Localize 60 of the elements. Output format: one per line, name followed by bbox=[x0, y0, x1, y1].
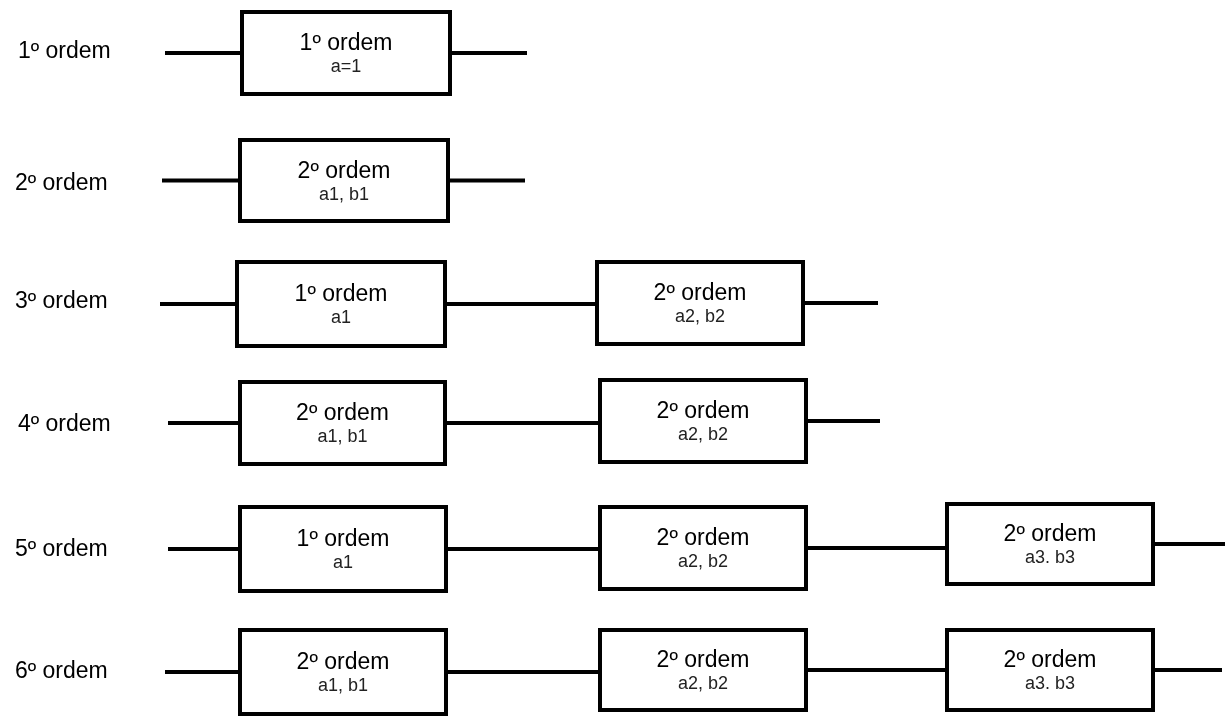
process-box bbox=[240, 10, 452, 96]
box-title: 2º ordem bbox=[296, 648, 390, 674]
box-parameters: a1, b1 bbox=[317, 674, 368, 696]
connector-line bbox=[162, 178, 238, 183]
box-parameters: a2, b2 bbox=[677, 672, 728, 694]
box-title: 2º ordem bbox=[1003, 520, 1097, 546]
process-box bbox=[238, 505, 448, 593]
box-title: 2º ordem bbox=[296, 399, 389, 425]
box-title: 2º ordem bbox=[656, 397, 750, 423]
box-title: 2º ordem bbox=[656, 524, 750, 550]
connector-line bbox=[165, 51, 240, 55]
box-parameters: a3. b3 bbox=[1024, 672, 1075, 694]
process-box bbox=[598, 628, 808, 712]
box-title: 2º ordem bbox=[653, 279, 747, 305]
row-label: 2º ordem bbox=[15, 168, 108, 196]
connector-line bbox=[447, 421, 598, 425]
process-box bbox=[945, 628, 1155, 712]
box-parameters: a1 bbox=[331, 306, 351, 328]
box-parameters: a2, b2 bbox=[677, 423, 728, 445]
box-title: 2º ordem bbox=[297, 156, 391, 183]
process-box bbox=[598, 505, 808, 591]
box-parameters: a1, b1 bbox=[317, 425, 368, 447]
process-box bbox=[238, 138, 450, 223]
process-box bbox=[238, 380, 447, 466]
connector-line bbox=[808, 546, 945, 550]
process-box bbox=[235, 260, 447, 348]
connector-line bbox=[805, 301, 878, 305]
process-box bbox=[595, 260, 805, 346]
box-title: 1º ordem bbox=[296, 525, 390, 551]
box-parameters: a1 bbox=[333, 551, 353, 573]
row-label: 6º ordem bbox=[15, 656, 108, 684]
connector-line bbox=[447, 302, 595, 306]
box-parameters: a2, b2 bbox=[677, 550, 728, 572]
box-title: 2º ordem bbox=[656, 646, 750, 672]
connector-line bbox=[168, 421, 238, 425]
box-parameters: a1, b1 bbox=[318, 182, 369, 205]
connector-line bbox=[808, 668, 945, 672]
connector-line bbox=[1155, 668, 1222, 672]
box-title: 1º ordem bbox=[294, 280, 388, 306]
connector-line bbox=[448, 547, 598, 551]
process-box bbox=[598, 378, 808, 464]
row-label: 5º ordem bbox=[15, 534, 108, 562]
process-box bbox=[238, 628, 448, 716]
connector-line bbox=[160, 302, 235, 306]
box-title: 2º ordem bbox=[1003, 646, 1097, 672]
connector-line bbox=[165, 670, 238, 674]
connector-line bbox=[168, 547, 238, 551]
row-label: 3º ordem bbox=[15, 286, 108, 314]
process-box bbox=[945, 502, 1155, 586]
box-parameters: a3. b3 bbox=[1024, 546, 1075, 568]
connector-line bbox=[452, 51, 527, 55]
connector-line bbox=[1155, 542, 1225, 546]
row-label: 4º ordem bbox=[18, 409, 111, 437]
connector-line bbox=[450, 178, 525, 183]
connector-line bbox=[448, 670, 598, 674]
box-parameters: a2, b2 bbox=[674, 305, 725, 327]
connector-line bbox=[808, 419, 880, 423]
box-parameters: a=1 bbox=[330, 55, 362, 77]
row-label: 1º ordem bbox=[18, 36, 111, 64]
box-title: 1º ordem bbox=[299, 29, 393, 55]
